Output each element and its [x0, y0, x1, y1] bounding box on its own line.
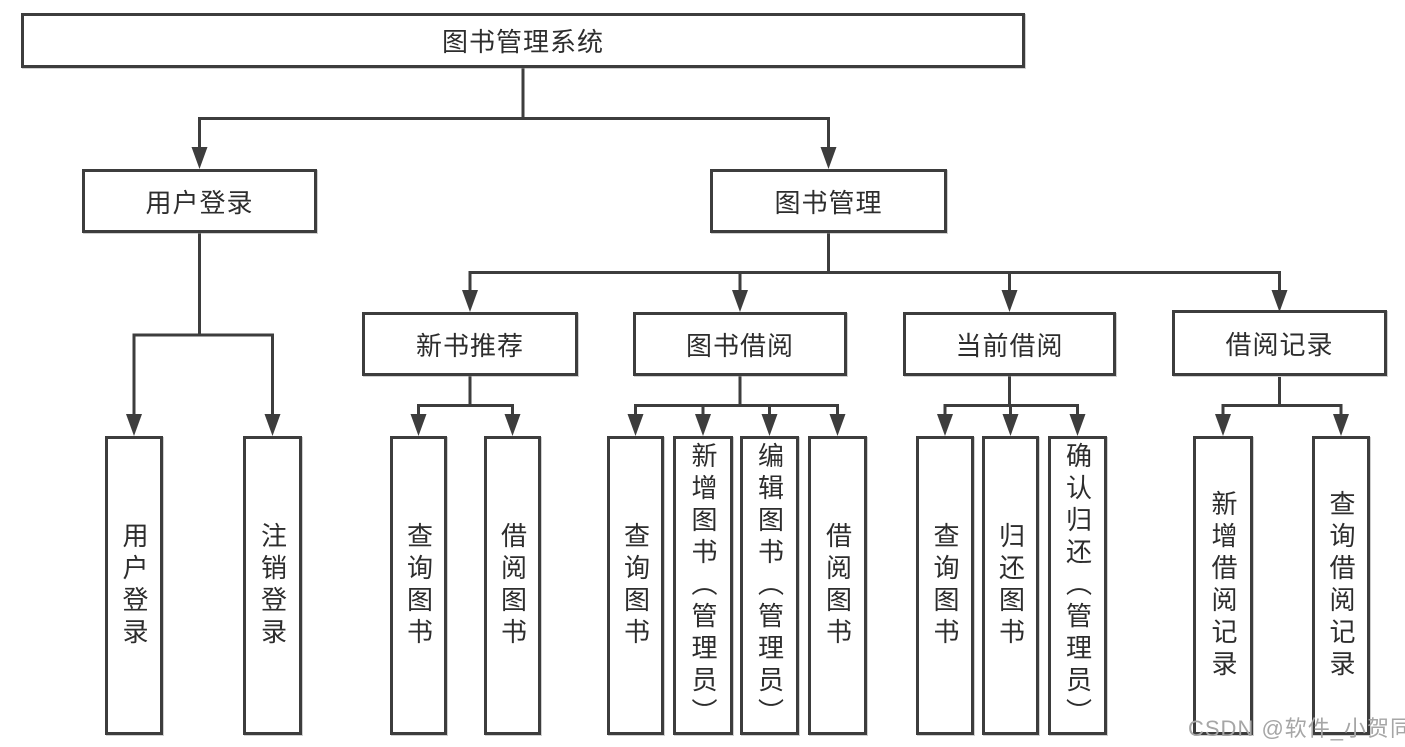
node-label: 查询图书	[620, 521, 651, 650]
node-label: 借阅图书	[497, 521, 528, 650]
leaf-bb-borrow-book: 借阅图书	[808, 436, 867, 735]
leaf-br-add-record: 新增借阅记录	[1193, 436, 1253, 735]
node-label: 借阅记录	[1225, 329, 1334, 360]
connector-book-management-to-level3	[462, 233, 1288, 312]
leaf-cb-query-book: 查询图书	[916, 436, 974, 735]
leaf-nb-query-book: 查询图书	[390, 436, 447, 735]
node-new-book-recommend: 新书推荐	[362, 312, 578, 376]
node-label: 归还图书	[995, 521, 1026, 650]
node-label: 新增借阅记录	[1208, 489, 1238, 682]
node-label: 用户登录	[119, 521, 149, 650]
node-label: 编辑图书（管理员）	[754, 441, 785, 730]
node-label: 新增图书（管理员）	[688, 441, 718, 730]
node-library-system: 图书管理系统	[21, 13, 1025, 68]
node-borrow-records: 借阅记录	[1172, 310, 1387, 376]
node-current-borrow: 当前借阅	[903, 312, 1116, 376]
watermark: CSDN @软件_小贺同学	[1188, 716, 1405, 741]
leaf-bb-add-book-admin: 新增图书（管理员）	[673, 436, 733, 735]
connector-current-borrow-children	[937, 376, 1086, 436]
node-label: 查询图书	[403, 521, 434, 650]
node-label: 图书管理	[774, 187, 883, 218]
node-label: 图书管理系统	[441, 27, 604, 57]
leaf-nb-borrow-book: 借阅图书	[484, 436, 541, 735]
node-label: 图书借阅	[685, 330, 794, 361]
leaf-bb-query-book: 查询图书	[607, 436, 664, 735]
leaf-bb-edit-book-admin: 编辑图书（管理员）	[740, 436, 799, 735]
leaf-cb-return-book: 归还图书	[982, 436, 1039, 735]
connector-new-book-children	[410, 376, 521, 436]
connector-book-borrow-children	[627, 376, 846, 436]
node-label: 查询图书	[930, 521, 960, 650]
connector-borrow-records-children	[1215, 377, 1349, 436]
leaf-user-login: 用户登录	[105, 436, 163, 735]
node-label: 借阅图书	[822, 521, 853, 650]
leaf-br-query-record: 查询借阅记录	[1312, 436, 1370, 735]
node-user-login: 用户登录	[82, 169, 317, 233]
node-label: 注销登录	[257, 521, 288, 650]
node-label: 确认归还（管理员）	[1062, 441, 1093, 730]
leaf-cb-confirm-return-admin: 确认归还（管理员）	[1048, 436, 1107, 735]
node-label: 新书推荐	[415, 330, 524, 361]
node-book-borrow: 图书借阅	[633, 312, 847, 376]
connector-user-login-children	[126, 233, 281, 436]
connector-root-to-level2	[191, 68, 837, 169]
node-book-management: 图书管理	[710, 169, 947, 233]
node-label: 用户登录	[145, 187, 254, 218]
leaf-logout: 注销登录	[243, 436, 302, 735]
node-label: 查询借阅记录	[1326, 489, 1356, 682]
node-label: 当前借阅	[955, 330, 1064, 361]
